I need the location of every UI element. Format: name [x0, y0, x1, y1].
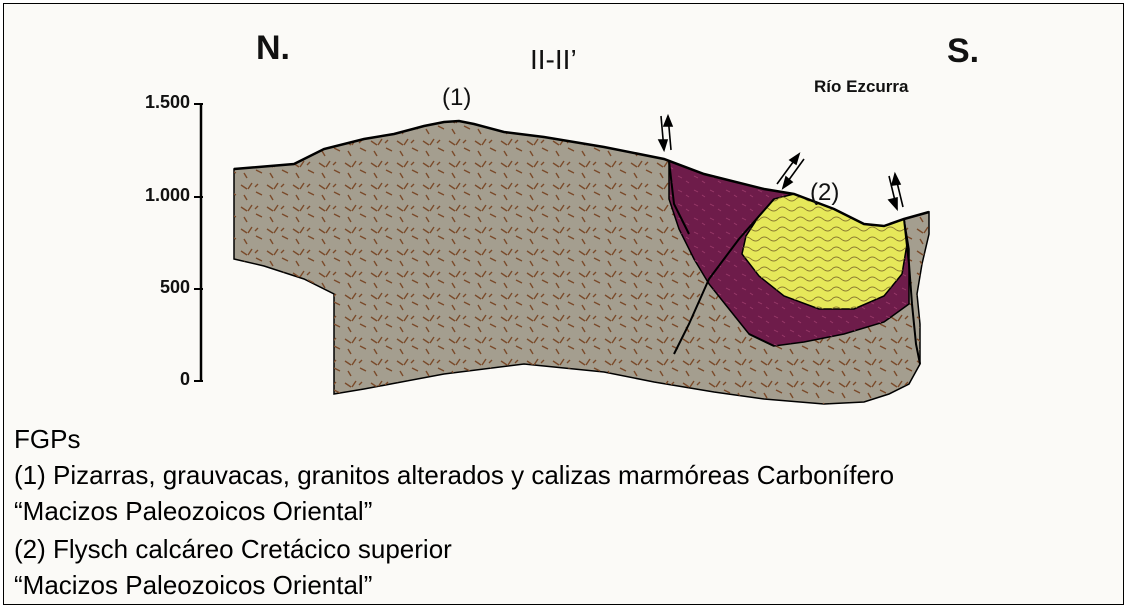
tick-label-1000: 1.000 [120, 185, 190, 206]
legend-item-4: “Macizos Paleozoicos Oriental” [14, 570, 372, 601]
fault-arrow-left-icon [659, 116, 672, 150]
river-label: Río Ezcurra [814, 77, 908, 97]
section-title: II-II’ [530, 44, 577, 76]
tick-label-500: 500 [120, 277, 190, 298]
legend-item-1: (1) Pizarras, grauvacas, granitos altera… [14, 460, 894, 491]
fault-arrow-center-icon [777, 154, 804, 188]
tick-label-0: 0 [120, 369, 190, 390]
legend-heading: FGPs [14, 424, 80, 455]
unit2-label: (2) [810, 179, 839, 207]
legend-item-3: (2) Flysch calcáreo Cretácico superior [14, 534, 452, 565]
vertical-scale [194, 104, 203, 381]
tick-label-1500: 1.500 [120, 92, 190, 113]
unit1-label: (1) [442, 84, 471, 112]
fault-arrow-right-icon [889, 174, 903, 209]
figure-frame: N. II-II’ S. Río Ezcurra (1) (2) 1.500 1… [3, 3, 1124, 605]
north-label: N. [256, 29, 290, 68]
south-label: S. [947, 32, 979, 71]
legend-item-2: “Macizos Paleozoicos Oriental” [14, 496, 372, 527]
